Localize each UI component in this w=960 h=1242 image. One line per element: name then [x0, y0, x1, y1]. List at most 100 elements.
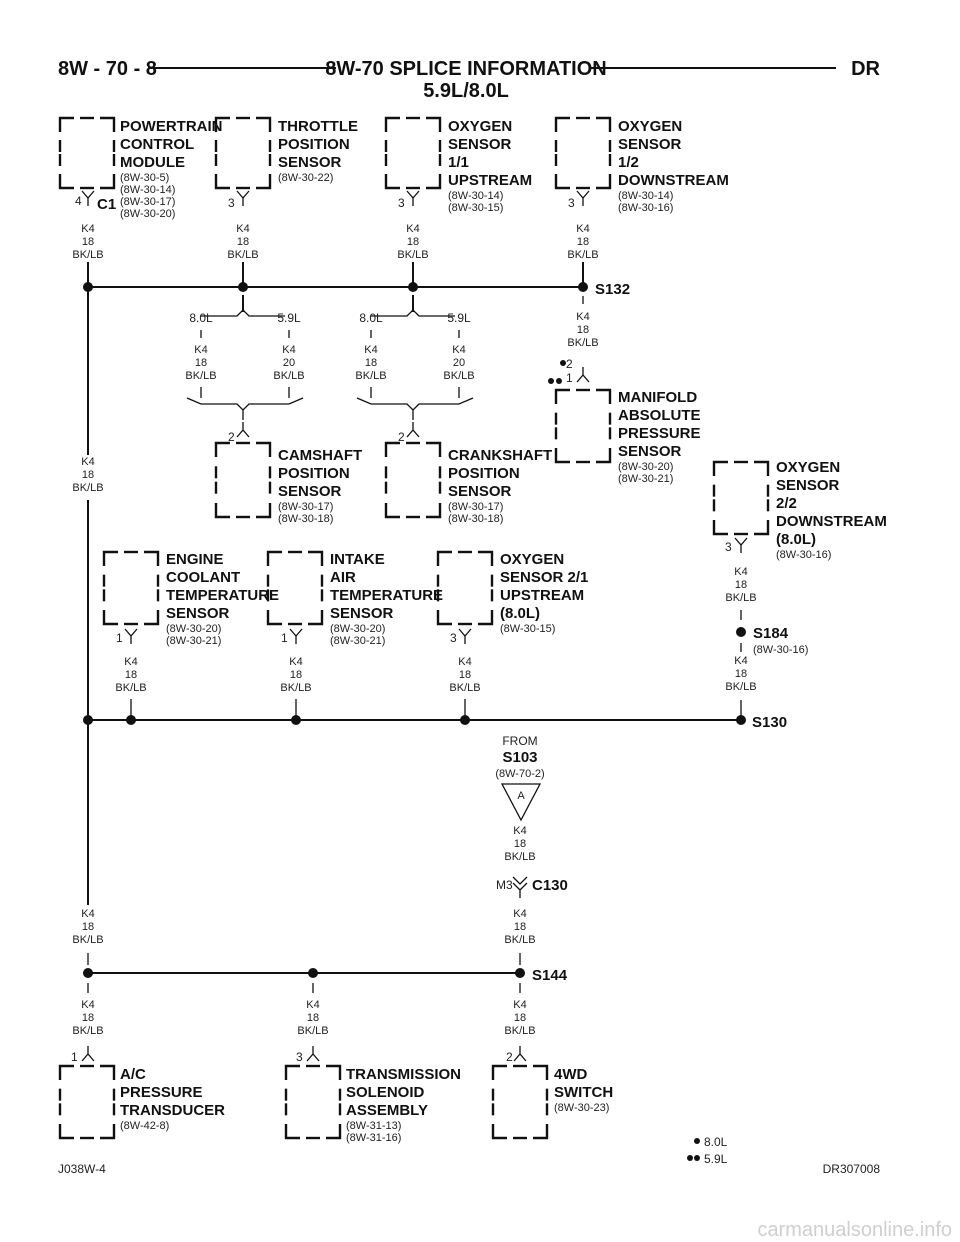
ac-box	[58, 1064, 116, 1140]
ect-name-line: SENSOR	[166, 605, 230, 622]
cmp-box-outline	[214, 503, 230, 519]
o2_11-name-line: 1/1	[448, 154, 469, 171]
pcm-box-outline	[58, 116, 74, 132]
map-dot-b1	[548, 378, 554, 384]
o2_21-name-line: (8.0L)	[500, 605, 540, 622]
trunk-wire-gauge: 18	[82, 469, 94, 481]
o2-11-wire-circuit: K4	[406, 223, 419, 235]
from-wire-gauge: 18	[514, 838, 526, 850]
o2-22-pin: 3	[725, 540, 732, 554]
c130-wire-color: BK/LB	[504, 934, 535, 946]
tps-name-line: SENSOR	[278, 154, 342, 171]
from-wire-color: BK/LB	[504, 851, 535, 863]
tsa-wire-color: BK/LB	[297, 1025, 328, 1037]
o2-11-splice-dot	[408, 282, 418, 292]
pcm-name-line: POWERTRAIN	[120, 118, 223, 135]
pcm-splice-dot	[83, 282, 93, 292]
o2-11-terminal	[406, 190, 420, 206]
pcm-wire-gauge: 18	[82, 236, 94, 248]
o2-22-box-outline	[712, 520, 728, 536]
ckp-wire59-color: BK/LB	[443, 370, 474, 382]
o2_22-name-line: OXYGEN	[776, 459, 840, 476]
fwd-box-outline	[533, 1124, 549, 1140]
o2_21-wire-circuit: K4	[458, 656, 471, 668]
page-title: 8W-70 SPLICE INFORMATION	[325, 58, 606, 80]
c130-wire-gauge: 18	[514, 921, 526, 933]
o2_21-name-line: OXYGEN	[500, 551, 564, 568]
ckp-split-top	[371, 309, 455, 317]
map-wire-color: BK/LB	[567, 337, 598, 349]
cmp-wire80-circuit: K4	[194, 344, 207, 356]
o2-12-wire-color: BK/LB	[567, 249, 598, 261]
o2_12-name-line: OXYGEN	[618, 118, 682, 135]
from-marker-triangle	[500, 783, 542, 822]
ckp-variant-80: 8.0L	[359, 311, 383, 325]
o2_21-wire-gauge: 18	[459, 669, 471, 681]
ect-terminal	[124, 628, 138, 644]
o2-11-box-outline	[426, 116, 442, 132]
o2-12-box-outline	[596, 174, 612, 190]
o2-12-pin: 3	[568, 196, 575, 210]
ac-wire-circuit: K4	[81, 999, 94, 1011]
pcm-connector: C1	[97, 196, 116, 213]
o2-22-box-outline	[754, 520, 770, 536]
cmp-wire59-color: BK/LB	[273, 370, 304, 382]
o2-22-wire-gauge: 18	[735, 579, 747, 591]
tps-name-line: THROTTLE	[278, 118, 358, 135]
pcm-ref: (8W-30-5)	[120, 172, 169, 184]
pcm-pin: 4	[75, 194, 82, 208]
ect-splice-dot	[126, 715, 136, 725]
trunk-s130-dot	[83, 715, 93, 725]
o2-12-terminal	[576, 190, 590, 206]
ckp-box-outline	[384, 503, 400, 519]
map-wire-circuit: K4	[576, 311, 589, 323]
legend-dot-two-a	[687, 1155, 693, 1161]
ect-ref: (8W-30-20)	[166, 623, 221, 635]
iat-box-outline	[266, 550, 282, 566]
iat-box	[266, 550, 324, 626]
s184-dot	[736, 627, 746, 637]
cmp-variant-80: 8.0L	[189, 311, 213, 325]
s132-label: S132	[595, 281, 630, 298]
o2_22-ref: (8W-30-16)	[776, 549, 831, 561]
map-dot-a	[560, 360, 566, 366]
iat-name-line: AIR	[330, 569, 356, 586]
trunk-lower-wire-circuit: K4	[81, 908, 94, 920]
map-dot-b2	[556, 378, 562, 384]
map-box	[554, 388, 612, 464]
fwd-name-line: SWITCH	[554, 1084, 613, 1101]
map-box-outline	[596, 388, 612, 404]
cmp-box-outline	[256, 503, 272, 519]
ac-box-outline	[58, 1124, 74, 1140]
o2-12-box	[554, 116, 612, 190]
tsa-splice-dot	[308, 968, 318, 978]
iat-pin: 1	[281, 631, 288, 645]
fwd-box	[491, 1064, 549, 1140]
c130-label: C130	[532, 877, 568, 894]
cmp-wire59-circuit: K4	[282, 344, 295, 356]
o2-12-wire-gauge: 18	[577, 236, 589, 248]
pcm-ref: (8W-30-20)	[120, 208, 175, 220]
tsa-box-outline	[284, 1124, 300, 1140]
iat-ref: (8W-30-21)	[330, 635, 385, 647]
map-box-outline	[554, 388, 570, 404]
map-name-line: SENSOR	[618, 443, 682, 460]
from-marker-letter: A	[517, 790, 525, 802]
iat-name-line: SENSOR	[330, 605, 394, 622]
o2-11-box-outline	[426, 174, 442, 190]
o2-11-box-outline	[384, 174, 400, 190]
ect-box-outline	[102, 550, 118, 566]
pcm-terminal	[81, 190, 95, 206]
tps-box	[214, 116, 272, 190]
pcm-box-outline	[58, 174, 74, 190]
cmp-terminal	[236, 422, 250, 438]
ac-pin: 1	[71, 1050, 78, 1064]
ect-box	[102, 550, 160, 626]
ckp-wire80-color: BK/LB	[355, 370, 386, 382]
ac-wire-color: BK/LB	[72, 1025, 103, 1037]
iat-splice-dot	[291, 715, 301, 725]
ckp-merge	[356, 397, 474, 411]
ect-wire-color: BK/LB	[115, 682, 146, 694]
s184-wire-circuit: K4	[734, 655, 747, 667]
